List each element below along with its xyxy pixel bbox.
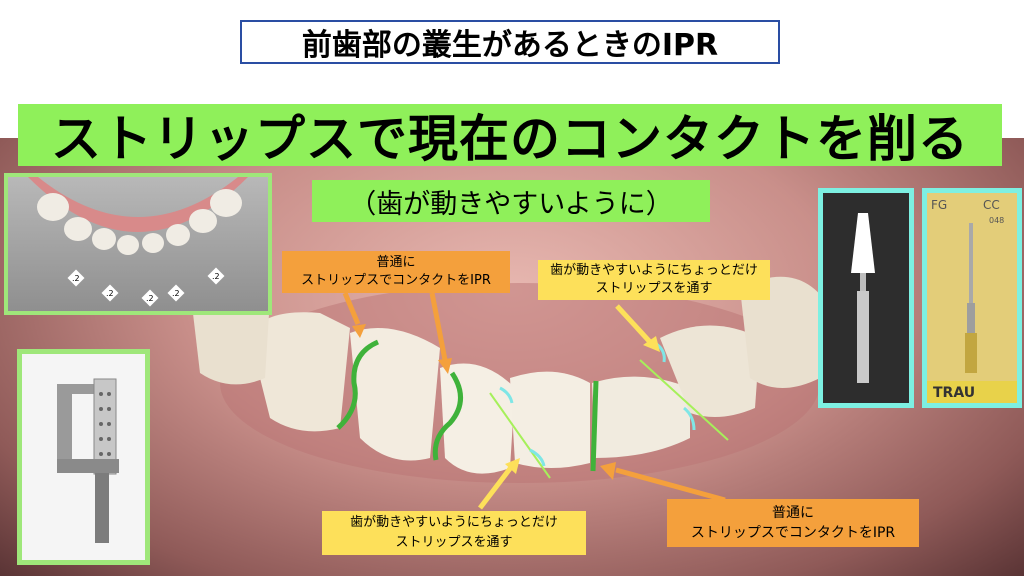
page-title: 前歯部の叢生があるときのIPR xyxy=(240,20,780,64)
tooth xyxy=(250,312,350,432)
tooth xyxy=(740,276,830,388)
note-line: 歯が動きやすいようにちょっとだけ xyxy=(350,515,558,530)
strip-line xyxy=(639,359,729,441)
cyan-arc xyxy=(683,406,696,431)
arrow xyxy=(615,467,726,503)
bur-box-text: FG xyxy=(931,198,947,212)
diamond-bur-image: FG CC 048 TRAU xyxy=(927,193,1017,403)
cyan-arc xyxy=(529,448,546,467)
tooth xyxy=(510,371,590,468)
arrow xyxy=(478,464,514,510)
tooth xyxy=(660,325,760,417)
bur-box-text: 048 xyxy=(989,216,1004,225)
bur-box-text: CC xyxy=(983,198,1000,212)
tooth xyxy=(350,328,440,461)
bur-panel-1 xyxy=(818,188,914,408)
note-standard-ipr-top: 普通に ストリップスでコンタクトをIPR xyxy=(282,251,510,293)
arrow-head xyxy=(352,324,366,338)
note-light-strip-top: 歯が動きやすいようにちょっとだけ ストリップスを通す xyxy=(538,260,770,300)
note-line: ストリップスでコンタクトをIPR xyxy=(301,273,491,288)
sub-banner: （歯が動きやすいように） xyxy=(312,180,710,222)
contact-line xyxy=(336,339,380,430)
ipr-label: .2 xyxy=(72,274,80,283)
arrow-head xyxy=(505,458,520,474)
contact-line xyxy=(432,371,463,461)
ipr-label: .2 xyxy=(172,289,180,298)
arrow-head xyxy=(643,336,660,352)
note-line: 普通に xyxy=(772,505,814,521)
ipr-label: .2 xyxy=(212,272,220,281)
arrow-head xyxy=(438,358,452,374)
contact-line xyxy=(590,380,599,472)
strip-holder-image xyxy=(57,378,119,543)
arrow xyxy=(429,292,448,361)
ipr-label: .2 xyxy=(146,294,154,303)
note-line: ストリップスを通す xyxy=(595,281,713,296)
ipr-label: .2 xyxy=(106,289,114,298)
bur-box-text: TRAU xyxy=(933,385,975,401)
note-line: 普通に xyxy=(376,255,416,270)
white-bur-image xyxy=(851,213,875,383)
dental-model-image: .2 .2 .2 .2 .2 xyxy=(28,177,248,307)
tooth xyxy=(592,376,690,458)
arrow xyxy=(342,292,361,325)
note-line: ストリップスを通す xyxy=(395,535,513,550)
strip-holder-panel xyxy=(17,349,150,565)
note-standard-ipr-bottom: 普通に ストリップスでコンタクトをIPR xyxy=(667,499,919,547)
note-line: ストリップスでコンタクトをIPR xyxy=(690,525,896,541)
lower-teeth-illustration xyxy=(190,275,830,510)
arrow-head xyxy=(600,462,616,480)
bur-panel-2: FG CC 048 TRAU xyxy=(922,188,1022,408)
note-light-strip-bottom: 歯が動きやすいようにちょっとだけ ストリップスを通す xyxy=(322,511,586,555)
cyan-arc xyxy=(499,386,514,404)
dental-model-panel: .2 .2 .2 .2 .2 xyxy=(4,173,272,315)
arrow xyxy=(615,304,652,344)
note-line: 歯が動きやすいようにちょっとだけ xyxy=(550,263,758,278)
main-banner: ストリップスで現在のコンタクトを削る xyxy=(18,104,1002,168)
strip-line xyxy=(489,392,551,479)
